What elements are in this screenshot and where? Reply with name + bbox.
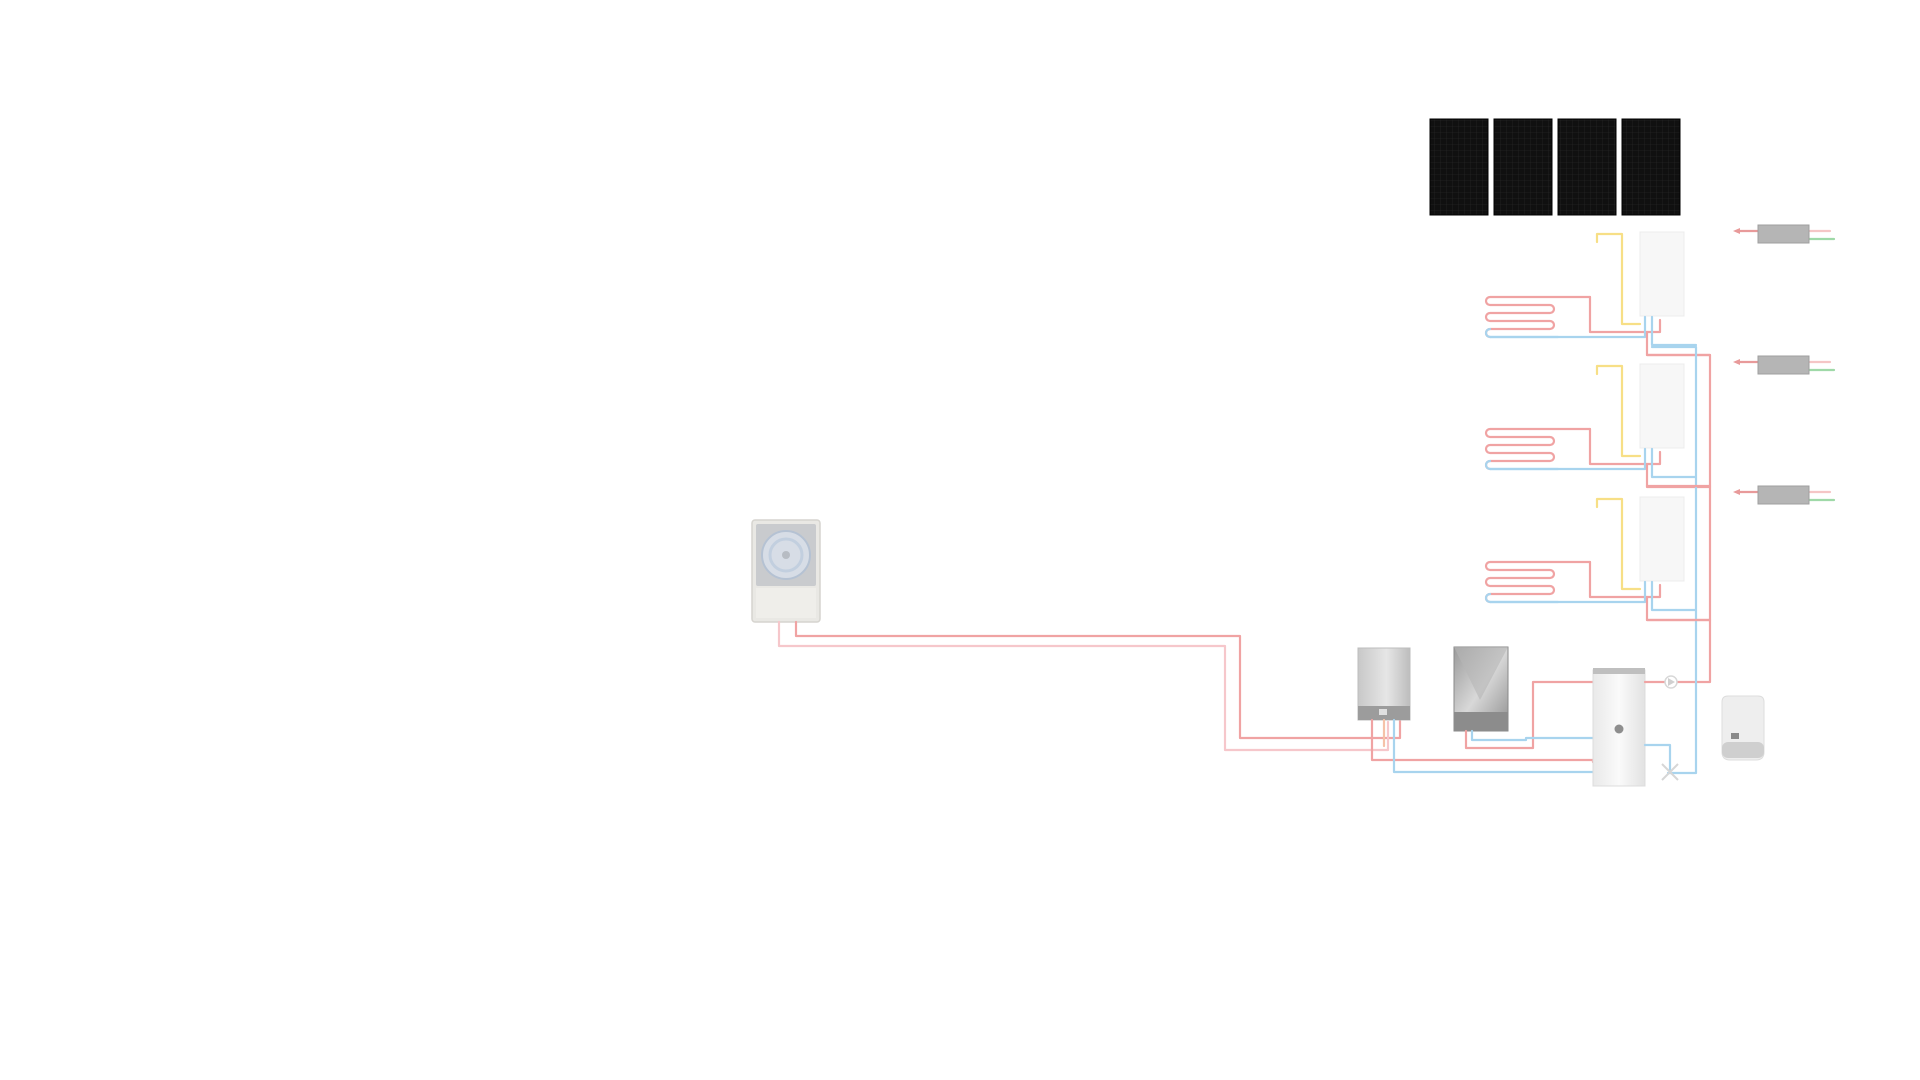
riser-pipes bbox=[1645, 345, 1712, 775]
floor-heating-loop bbox=[1484, 427, 1592, 471]
control-unit bbox=[1453, 646, 1597, 750]
floor-return-pipe bbox=[1488, 315, 1647, 339]
floor-circuit bbox=[1484, 363, 1712, 489]
indoor-unit bbox=[1357, 647, 1595, 774]
riser-connection bbox=[1650, 447, 1698, 479]
ventilation-unit-icon bbox=[1757, 485, 1810, 505]
floor-return-loop bbox=[1484, 592, 1560, 604]
floor-circuit bbox=[1484, 496, 1712, 622]
riser-connection bbox=[1645, 462, 1712, 489]
heat-pump-lines bbox=[777, 620, 1402, 752]
arrow-left-icon bbox=[1733, 489, 1740, 495]
ventilation-unit-icon bbox=[1757, 355, 1810, 375]
room-unit-icon bbox=[1639, 231, 1685, 317]
control-wire bbox=[1595, 497, 1642, 591]
floor-heating-loop bbox=[1484, 295, 1592, 339]
floor-heating-loop bbox=[1484, 560, 1592, 604]
floor-circuits bbox=[1484, 231, 1712, 622]
room-unit-icon bbox=[1639, 496, 1685, 582]
control-box-icon bbox=[1453, 646, 1509, 732]
arrow-left-icon bbox=[1733, 228, 1740, 234]
ventilation-units bbox=[1733, 224, 1836, 505]
floor-return-pipe bbox=[1488, 580, 1647, 604]
solar-panel-icon bbox=[1493, 118, 1553, 216]
floor-return-pipe bbox=[1488, 447, 1647, 471]
valve-icon bbox=[1661, 763, 1679, 781]
riser-connection bbox=[1645, 595, 1712, 622]
floor-supply-pipe bbox=[1588, 295, 1662, 334]
riser-connection bbox=[1650, 580, 1698, 612]
ventilation-unit-icon bbox=[1757, 224, 1810, 244]
solar-panel-icon bbox=[1621, 118, 1681, 216]
ventilation-unit bbox=[1733, 485, 1836, 505]
floor-supply-pipe bbox=[1588, 427, 1662, 466]
fan-icon bbox=[761, 530, 811, 580]
cylinder-tank-icon bbox=[1592, 668, 1646, 787]
control-wire bbox=[1595, 364, 1642, 458]
floor-circuit bbox=[1484, 231, 1712, 357]
solar-panel-icon bbox=[1429, 118, 1489, 216]
battery-inverter-icon bbox=[1721, 695, 1765, 761]
riser-connection bbox=[1650, 315, 1698, 347]
ventilation-unit bbox=[1733, 224, 1836, 244]
room-unit-icon bbox=[1639, 363, 1685, 449]
riser-connection bbox=[1645, 330, 1712, 357]
hot-water-tank bbox=[1592, 668, 1679, 787]
wall-boiler-icon bbox=[1357, 647, 1411, 721]
floor-return-loop bbox=[1484, 327, 1560, 339]
control-wire bbox=[1595, 232, 1642, 326]
heat-pump-outdoor-unit bbox=[751, 519, 821, 623]
ventilation-unit bbox=[1733, 355, 1836, 375]
floor-return-loop bbox=[1484, 459, 1560, 471]
inverter bbox=[1721, 695, 1765, 761]
arrow-left-icon bbox=[1733, 359, 1740, 365]
pump-icon bbox=[1664, 675, 1678, 689]
solar-panel-icon bbox=[1557, 118, 1617, 216]
floor-supply-pipe bbox=[1588, 560, 1662, 599]
solar-panel-array bbox=[1429, 118, 1681, 216]
